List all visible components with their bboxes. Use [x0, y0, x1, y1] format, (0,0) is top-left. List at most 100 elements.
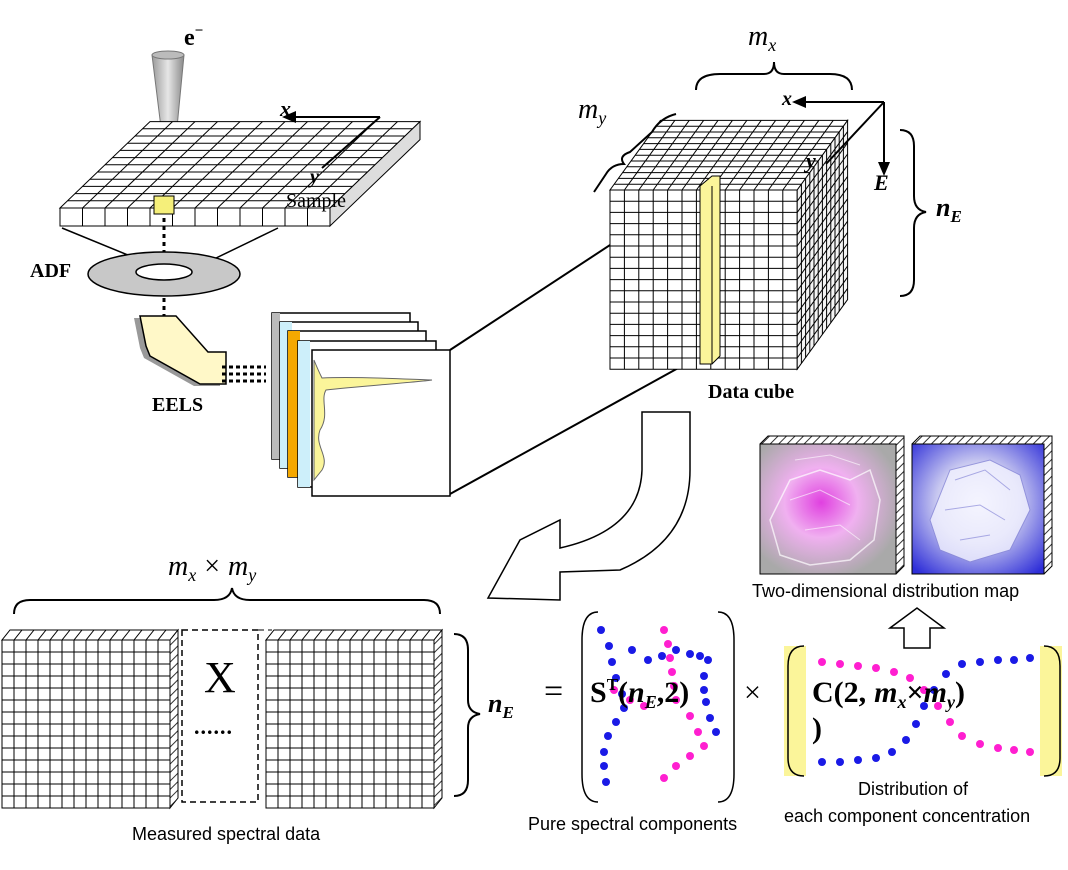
c-blue-dot — [942, 670, 950, 678]
measured-caption: Measured spectral data — [132, 824, 321, 844]
s-blue-dot — [628, 646, 636, 654]
matrix-width-brace — [13, 587, 441, 615]
c-blue-dot — [836, 758, 844, 766]
s-blue-dot — [672, 646, 680, 654]
eels-connection — [222, 365, 266, 383]
adf-label: ADF — [30, 260, 71, 282]
c-pink-dot — [818, 658, 826, 666]
matrix-ne-brace — [453, 633, 481, 797]
sample-right-face — [329, 120, 421, 228]
s-pink-dot — [672, 696, 680, 704]
selected-pixel — [153, 195, 175, 215]
c-pink-dot — [890, 668, 898, 676]
s-blue-dot — [612, 674, 620, 682]
matrix-ne-label: nE — [488, 689, 514, 722]
cube-my-label: my — [578, 94, 606, 128]
c-blue-dot — [902, 736, 910, 744]
sample-grid — [58, 120, 422, 228]
s-pink-dot — [610, 686, 618, 694]
c-pink-dot — [946, 718, 954, 726]
c-pink-dot — [854, 662, 862, 670]
cube-highlight-column — [699, 175, 721, 365]
formula-c: C(2,mx×my) — [812, 676, 965, 712]
s-left-paren — [581, 611, 599, 803]
c-blue-dot — [872, 754, 880, 762]
s-pink-dot — [670, 682, 678, 690]
c-pink-dot — [976, 740, 984, 748]
formula-c-close: ) — [812, 712, 822, 745]
s-pink-dot — [660, 626, 668, 634]
c-blue-dot — [930, 686, 938, 694]
s-pink-dot — [664, 640, 672, 648]
matrix-left-side — [169, 628, 179, 810]
c-blue-dot — [994, 656, 1002, 664]
pure-caption: Pure spectral components — [528, 814, 737, 834]
s-component-dots — [597, 626, 720, 786]
c-pink-dot — [920, 686, 928, 694]
s-pink-dot — [694, 728, 702, 736]
measured-matrix-right — [264, 628, 444, 810]
c-blue-dot — [854, 756, 862, 764]
c-left-bar — [784, 646, 806, 776]
dist-caption-line2: each component concentration — [784, 806, 1030, 826]
sample-y-label: y — [308, 166, 319, 188]
s-pink-dot — [626, 696, 634, 704]
s-pink-dot — [700, 742, 708, 750]
c-pink-dot — [1026, 748, 1034, 756]
eels-label: EELS — [152, 394, 203, 416]
s-blue-dot — [608, 658, 616, 666]
s-blue-dot — [618, 690, 626, 698]
s-blue-dot — [644, 656, 652, 664]
c-pink-dot — [836, 660, 844, 668]
s-pink-dot — [668, 668, 676, 676]
c-component-dots — [818, 654, 1034, 766]
s-pink-dot — [672, 762, 680, 770]
s-blue-dot — [712, 728, 720, 736]
c-blue-dot — [958, 660, 966, 668]
s-pink-dot — [686, 712, 694, 720]
c-blue-dot — [818, 758, 826, 766]
hollow-up-arrow-icon — [887, 607, 947, 649]
cube-my-brace — [593, 113, 677, 193]
matrix-dim-label: mx×my — [168, 551, 256, 585]
dist-caption-line1: Distribution of — [858, 779, 969, 799]
c-blue-dot — [912, 720, 920, 728]
s-pink-dot — [640, 702, 648, 710]
measured-matrix-left — [0, 628, 180, 810]
s-blue-dot — [602, 778, 610, 786]
s-blue-dot — [686, 650, 694, 658]
matrix-right-side — [433, 628, 443, 810]
matrix-x-column — [181, 629, 259, 803]
s-pink-dot — [660, 774, 668, 782]
c-pink-dot — [934, 702, 942, 710]
cube-axes — [792, 96, 890, 176]
cube-ne-label: nE — [936, 193, 962, 226]
s-blue-dot — [597, 626, 605, 634]
c-pink-dot — [958, 732, 966, 740]
s-pink-dot — [666, 654, 674, 662]
s-blue-dot — [700, 672, 708, 680]
sample-axes — [282, 111, 381, 169]
s-blue-dot — [604, 732, 612, 740]
distribution-map-blue — [911, 435, 1053, 575]
s-blue-dot — [704, 656, 712, 664]
matrix-dots: ...... — [194, 714, 233, 739]
s-blue-dot — [696, 652, 704, 660]
c-blue-dot — [1026, 654, 1034, 662]
c-blue-dot — [920, 702, 928, 710]
c-right-bar — [1040, 646, 1062, 776]
map-caption: Two-dimensional distribution map — [752, 581, 1019, 601]
c-pink-dot — [1010, 746, 1018, 754]
s-blue-dot — [702, 698, 710, 706]
s-blue-dot — [600, 748, 608, 756]
hollow-down-arrow-icon — [486, 411, 691, 601]
s-right-paren — [717, 611, 735, 803]
s-blue-dot — [700, 686, 708, 694]
matrix-x-label: X — [204, 653, 236, 702]
equals-sign: = — [544, 673, 563, 710]
cube-ne-brace — [899, 129, 927, 297]
adf-detector — [87, 251, 241, 297]
data-cube — [609, 118, 849, 371]
s-blue-dot — [706, 714, 714, 722]
